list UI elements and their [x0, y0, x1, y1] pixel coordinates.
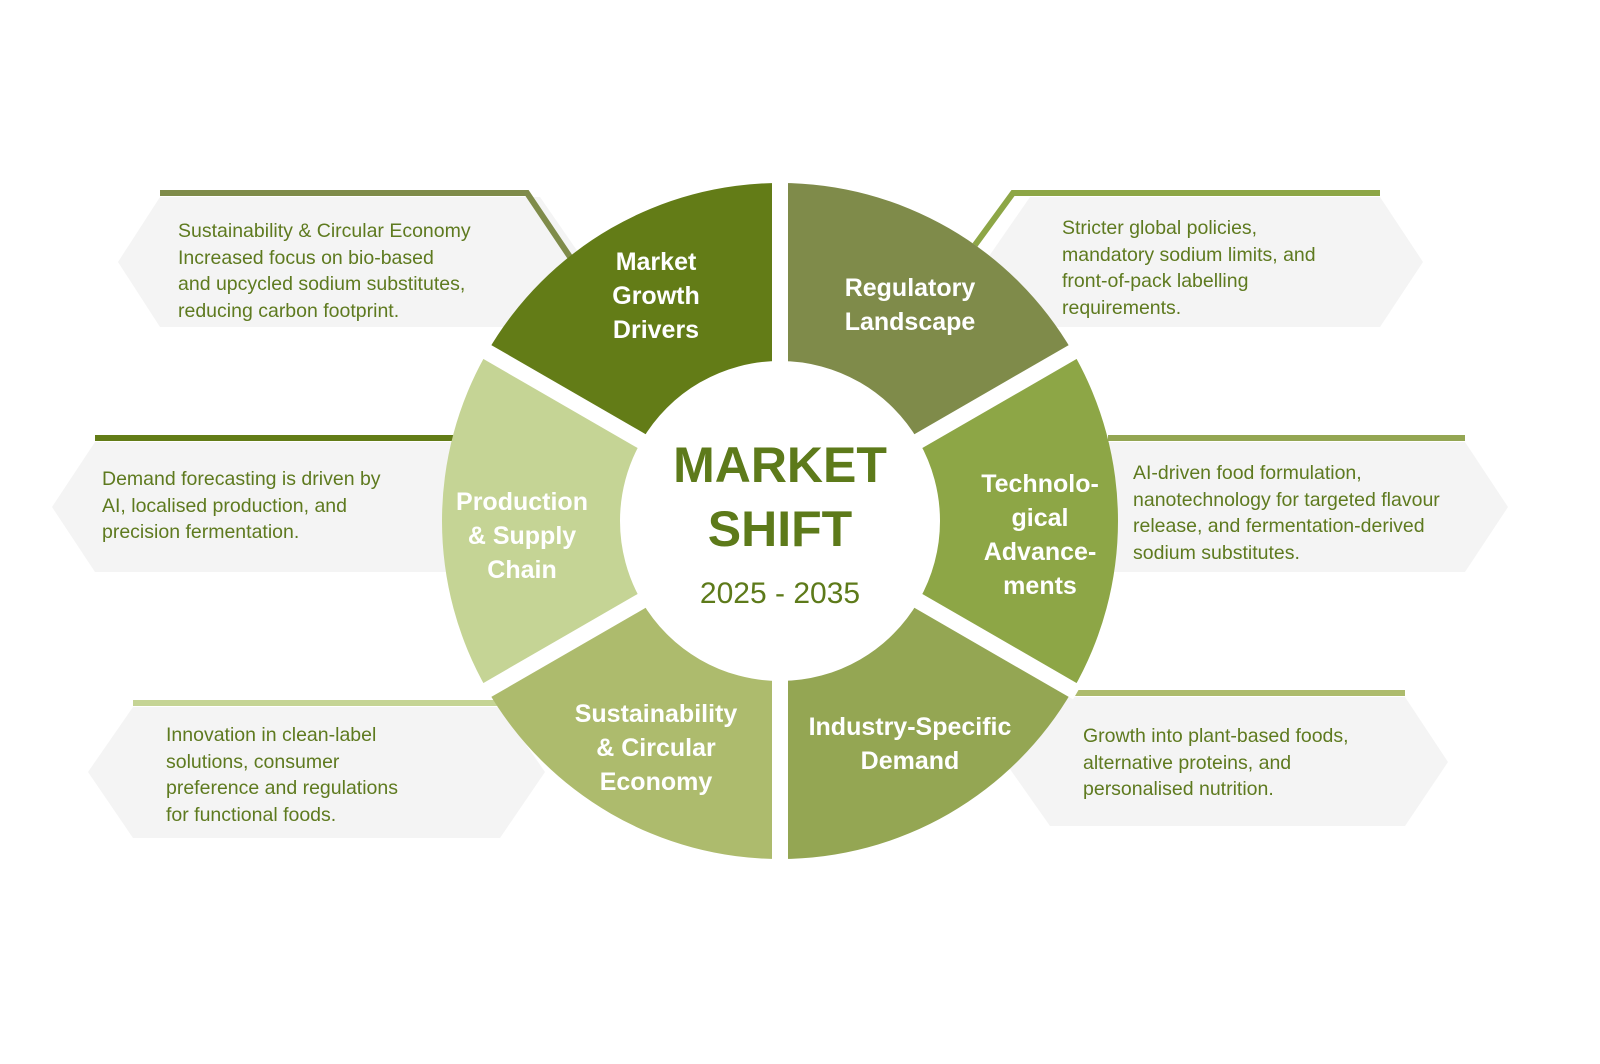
center-years: 2025 - 2035	[699, 577, 861, 610]
segment-label-line: Production	[456, 488, 588, 516]
callout-middle-left: Demand forecasting is driven by AI, loca…	[102, 466, 381, 546]
callout-line: alternative proteins, and	[1083, 751, 1292, 774]
segment-divider	[478, 342, 650, 451]
segment-label-line: Drivers	[612, 316, 700, 344]
segment-label-line: Industry-Specific	[808, 713, 1012, 741]
callout-line: Increased focus on bio-based	[178, 246, 434, 269]
callout-middle-right: AI-driven food formulation, nanotechnolo…	[1133, 460, 1440, 566]
center-title-line2: SHIFT	[707, 501, 853, 557]
callout-box-top-left	[118, 197, 585, 327]
segment-label-line: ments	[1003, 572, 1077, 600]
segment-market-growth-drivers	[780, 183, 1073, 441]
segment-regulatory-landscape	[918, 352, 1118, 690]
callout-line: AI-driven food formulation,	[1133, 462, 1362, 484]
segment-production-supply-chain	[487, 183, 780, 441]
segment-label-industry-specific-demand: Industry-Specific Demand	[809, 710, 1012, 778]
segment-label-line: Advance-	[983, 538, 1097, 566]
segment-technological-advancements	[780, 601, 1073, 859]
callout-line: release, and fermentation-derived	[1133, 515, 1425, 537]
callout-box-top-right	[985, 197, 1423, 327]
callout-line: front-of-pack labelling	[1062, 270, 1249, 292]
callout-connector-line	[972, 190, 1380, 247]
segment-label-market-growth-drivers: Market Growth Drivers	[612, 245, 700, 347]
callout-line: sodium substitutes.	[1133, 541, 1300, 564]
callout-top-left: Sustainability & Circular Economy Increa…	[178, 218, 471, 324]
segment-label-line: Market	[615, 248, 697, 276]
segment-sustainability-circular-economy	[442, 352, 642, 690]
callout-line: precision fermentation.	[102, 521, 300, 543]
callout-box-middle-right	[1100, 442, 1508, 572]
segment-label-line: & Circular	[596, 734, 716, 762]
callout-line: Stricter global policies,	[1062, 217, 1258, 239]
callout-box-middle-left	[52, 442, 470, 572]
callout-line: reducing carbon footprint.	[178, 299, 400, 322]
callout-line: nanotechnology for targeted flavour	[1133, 488, 1440, 511]
segment-label-line: Growth	[612, 282, 700, 310]
segment-label-production-supply-chain: Production & Supply Chain	[456, 485, 588, 587]
segment-label-line: gical	[1011, 504, 1069, 532]
callout-box-bottom-right	[1005, 697, 1448, 826]
callout-line: for functional foods.	[166, 803, 337, 826]
segment-divider	[910, 591, 1082, 700]
segment-label-sustainability-circular-economy: Sustainability & Circular Economy	[575, 697, 738, 799]
callout-line: and upcycled sodium substitutes,	[178, 273, 466, 295]
callout-bottom-right: Growth into plant-based foods, alternati…	[1083, 723, 1349, 803]
center-title: MARKET SHIFT	[673, 433, 887, 561]
callout-connector-line	[160, 190, 573, 259]
segment-label-line: Demand	[860, 747, 960, 775]
center-circle	[622, 363, 938, 679]
callout-line: mandatory sodium limits, and	[1062, 243, 1316, 266]
segment-label-line: Sustainability	[574, 700, 738, 728]
segment-divider	[910, 342, 1082, 451]
segment-label-line: Chain	[487, 556, 557, 584]
segment-label-line: Technolo-	[981, 470, 1099, 498]
callout-line: Demand forecasting is driven by	[102, 468, 381, 490]
segment-label-line: Economy	[599, 768, 713, 796]
callout-line: preference and regulations	[166, 777, 398, 799]
callout-line: Growth into plant-based foods,	[1083, 725, 1349, 747]
segment-divider	[478, 591, 650, 700]
callout-bottom-left: Innovation in clean-label solutions, con…	[166, 722, 398, 828]
segment-industry-specific-demand	[487, 601, 780, 859]
callout-top-right: Stricter global policies, mandatory sodi…	[1062, 215, 1316, 321]
callout-line: Innovation in clean-label	[166, 724, 377, 746]
segment-label-line: Landscape	[844, 308, 976, 336]
center-title-line1: MARKET	[673, 437, 887, 493]
callout-line: requirements.	[1062, 296, 1182, 319]
callout-line: solutions, consumer	[166, 750, 340, 773]
callout-line: Sustainability & Circular Economy	[178, 220, 471, 242]
callout-line: personalised nutrition.	[1083, 778, 1274, 800]
callout-box-bottom-left	[88, 707, 545, 838]
segment-label-technological-advancements: Technolo- gical Advance- ments	[981, 467, 1099, 603]
segment-label-line: & Supply	[467, 522, 577, 550]
segment-label-line: Regulatory	[844, 274, 976, 302]
segment-label-regulatory-landscape: Regulatory Landscape	[845, 271, 976, 339]
callout-line: AI, localised production, and	[102, 494, 347, 517]
